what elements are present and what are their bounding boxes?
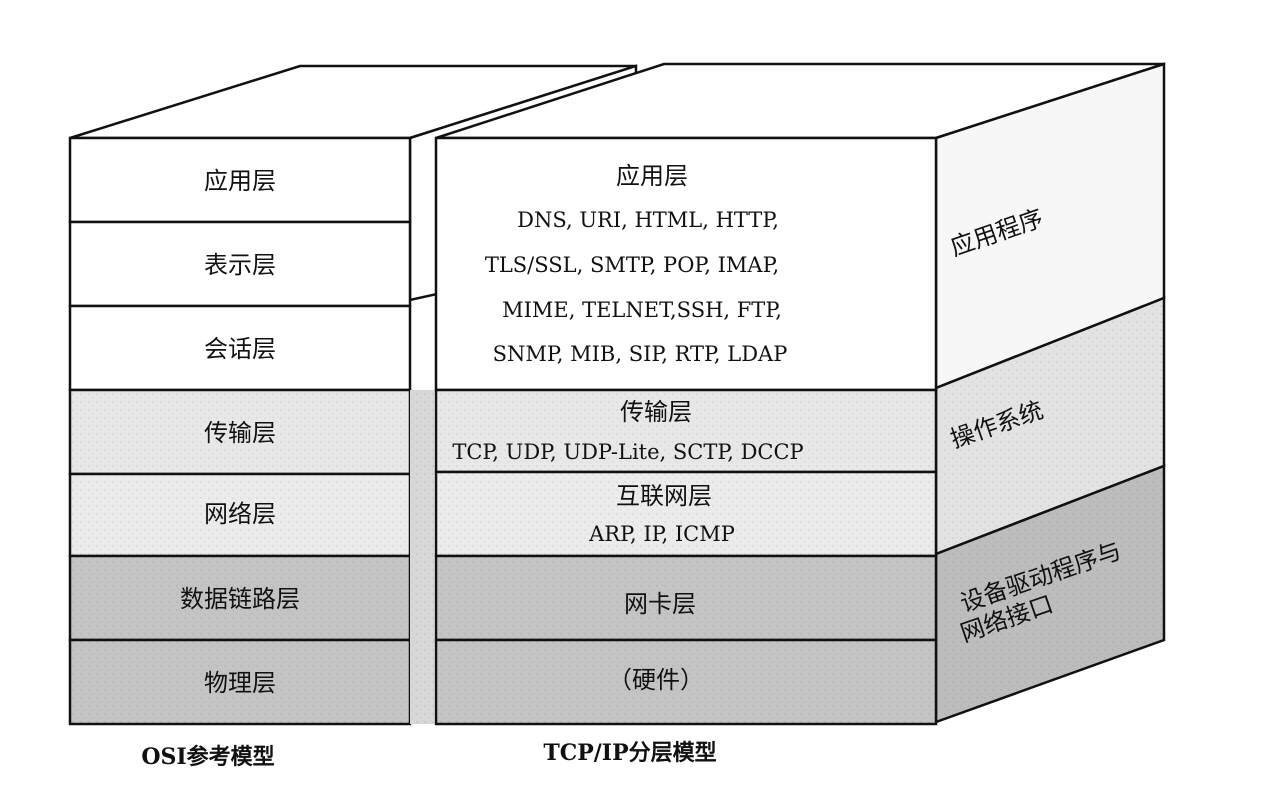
tcpip-application-protocols-1: DNS, URI, HTML, HTTP, bbox=[517, 208, 779, 232]
osi-caption: OSI参考模型 bbox=[141, 744, 274, 770]
osi-layer-presentation-bg bbox=[68, 220, 412, 308]
osi-layer-session: 会话层 bbox=[204, 335, 276, 363]
tcpip-link-name: 网卡层 bbox=[624, 590, 696, 618]
tcpip-internet-protocols: ARP, IP, ICMP bbox=[588, 522, 735, 546]
osi-layer-network: 网络层 bbox=[204, 500, 276, 528]
side-os-speckle bbox=[936, 298, 1164, 554]
tcpip-hardware-name: （硬件） bbox=[608, 666, 704, 694]
osi-block: 应用层 表示层 会话层 传输层 网络层 数据链路层 物理层 OSI参考模型 bbox=[68, 64, 638, 770]
osi-layer-physical: 物理层 bbox=[204, 669, 276, 697]
tcpip-internet-name: 互联网层 bbox=[616, 482, 712, 510]
osi-layer-physical-speckle bbox=[70, 640, 410, 724]
tcpip-application-protocols-3: MIME, TELNET,SSH, FTP, bbox=[502, 298, 782, 322]
osi-layer-transport-speckle bbox=[70, 390, 410, 474]
tcpip-application-protocols-2: TLS/SSL, SMTP, POP, IMAP, bbox=[485, 253, 779, 277]
tcpip-hardware-speckle bbox=[436, 640, 936, 724]
osi-layer-network-speckle bbox=[70, 474, 410, 556]
tcpip-application-bg bbox=[434, 136, 938, 392]
tcpip-transport-protocols: TCP, UDP, UDP-Lite, SCTP, DCCP bbox=[452, 440, 803, 464]
osi-layer-transport: 传输层 bbox=[204, 419, 276, 447]
tcpip-application-protocols-4: SNMP, MIB, SIP, RTP, LDAP bbox=[493, 342, 788, 366]
tcpip-caption: TCP/IP分层模型 bbox=[543, 740, 716, 766]
side-driver-speckle bbox=[936, 466, 1164, 722]
osi-layer-presentation: 表示层 bbox=[204, 251, 276, 279]
osi-layer-datalink-speckle bbox=[70, 556, 410, 640]
osi-side-strip-speckle bbox=[410, 390, 434, 724]
osi-layer-application: 应用层 bbox=[204, 167, 276, 195]
tcpip-transport-speckle bbox=[436, 390, 936, 472]
tcpip-transport-name: 传输层 bbox=[620, 398, 692, 426]
osi-layer-application-bg bbox=[68, 136, 412, 224]
tcpip-internet-speckle bbox=[436, 472, 936, 556]
osi-layer-datalink: 数据链路层 bbox=[180, 585, 300, 613]
tcpip-block: 应用层 DNS, URI, HTML, HTTP, TLS/SSL, SMTP,… bbox=[434, 62, 1166, 766]
tcpip-link-speckle bbox=[436, 556, 936, 640]
tcpip-application-name: 应用层 bbox=[616, 162, 688, 190]
